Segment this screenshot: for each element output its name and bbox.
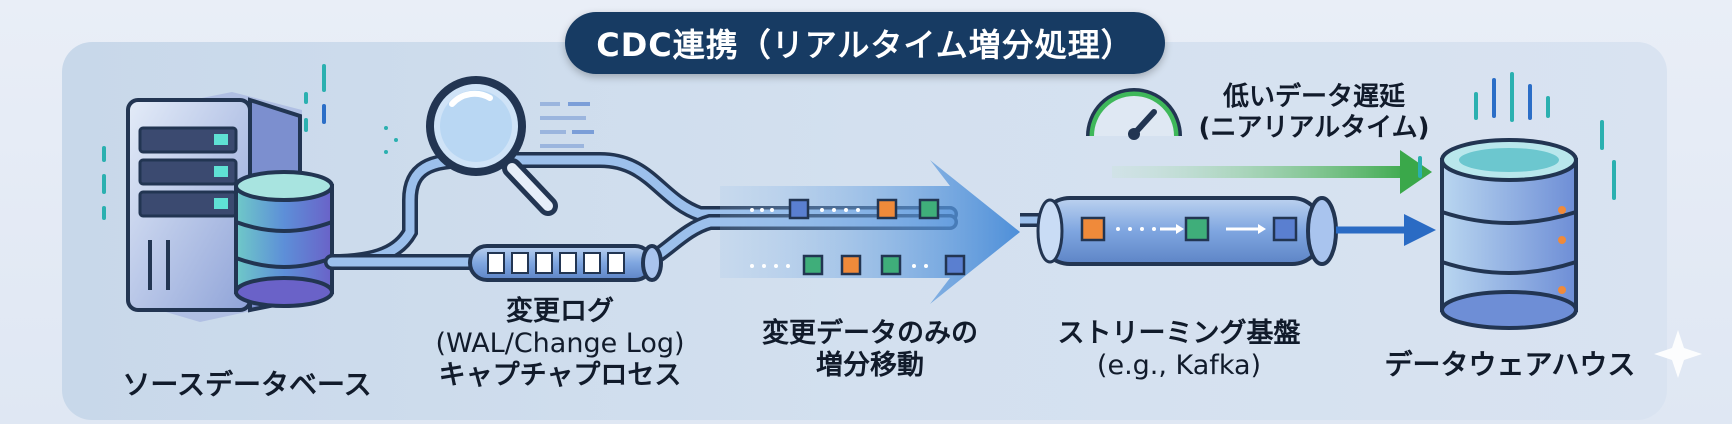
low-latency-arrow bbox=[1112, 150, 1432, 194]
stream-to-warehouse-arrow bbox=[1336, 214, 1436, 246]
incremental-line-1: 変更データのみの bbox=[762, 318, 978, 349]
change-packets bbox=[788, 198, 966, 276]
source-db-label-text: ソースデータベース bbox=[122, 368, 372, 401]
warehouse-icon bbox=[1440, 138, 1578, 330]
change-log-label: 変更ログ (WAL/Change Log) キャプチャプロセス bbox=[420, 296, 700, 392]
streaming-pipe-icon bbox=[1020, 196, 1338, 266]
streaming-label: ストリーミング基盤 (e.g., Kafka) bbox=[1034, 318, 1324, 382]
speed-gauge-icon bbox=[1086, 88, 1182, 140]
incremental-line-2: 増分移動 bbox=[816, 349, 924, 381]
streaming-line-2: (e.g., Kafka) bbox=[1096, 349, 1262, 381]
sparkle-icon bbox=[1654, 330, 1702, 378]
streaming-line-1: ストリーミング基盤 bbox=[1057, 318, 1301, 349]
change-log-line-3: キャプチャプロセス bbox=[438, 359, 682, 391]
flow-pipes bbox=[324, 152, 958, 270]
change-log-line-1: 変更ログ bbox=[506, 296, 614, 327]
log-pipe-icon bbox=[468, 244, 663, 282]
warehouse-label: データウェアハウス bbox=[1370, 348, 1650, 381]
magnifier-icon bbox=[426, 76, 558, 216]
source-db-label: ソースデータベース bbox=[112, 368, 382, 401]
packet-dots bbox=[750, 208, 928, 268]
latency-line-1: 低いデータ遅延 bbox=[1222, 82, 1405, 112]
latency-line-2: (ニアリアルタイム) bbox=[1198, 112, 1430, 143]
latency-label: 低いデータ遅延 (ニアリアルタイム) bbox=[1184, 82, 1444, 143]
warehouse-decorative-bars bbox=[1418, 72, 1616, 200]
decorative-dots bbox=[102, 64, 398, 220]
warehouse-label-text: データウェアハウス bbox=[1384, 348, 1636, 381]
change-log-line-2: (WAL/Change Log) bbox=[435, 327, 685, 359]
incremental-label: 変更データのみの 増分移動 bbox=[740, 318, 1000, 382]
diagram-title: CDC連携（リアルタイム増分処理） bbox=[565, 12, 1165, 74]
log-lines-deco bbox=[540, 102, 594, 148]
database-icon bbox=[234, 170, 334, 308]
